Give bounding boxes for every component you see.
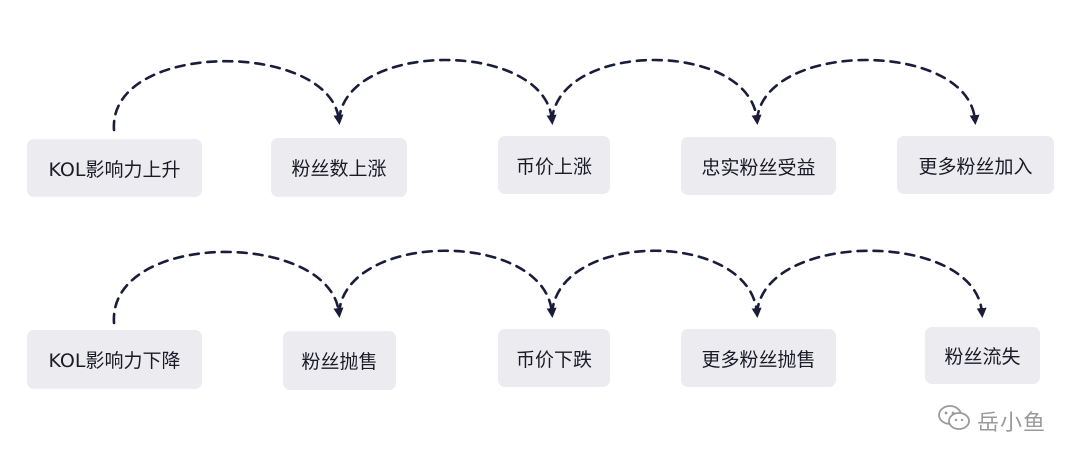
arrow-2-3 bbox=[550, 249, 762, 318]
arrow-1-2 bbox=[337, 58, 557, 125]
arrow-2-4 bbox=[755, 249, 987, 318]
node-more-fans-sell: 更多粉丝抛售 bbox=[681, 329, 836, 387]
node-loyal-fans-benefit: 忠实粉丝受益 bbox=[681, 137, 836, 195]
arrow-2-2 bbox=[337, 249, 557, 318]
wechat-icon bbox=[937, 404, 971, 438]
arrow-1-1 bbox=[112, 59, 344, 132]
node-kol-influence-up: KOL影响力上升 bbox=[27, 139, 202, 197]
node-fans-churn: 粉丝流失 bbox=[925, 327, 1040, 384]
node-price-rise: 币价上涨 bbox=[498, 136, 610, 194]
node-followers-rise: 粉丝数上涨 bbox=[271, 138, 407, 197]
node-kol-influence-down: KOL影响力下降 bbox=[27, 330, 202, 389]
node-fans-sell: 粉丝抛售 bbox=[283, 331, 396, 390]
node-price-fall: 币价下跌 bbox=[498, 329, 610, 387]
arrow-1-4 bbox=[755, 58, 980, 125]
watermark: 岳小鱼 bbox=[937, 404, 1046, 438]
arrow-1-3 bbox=[550, 58, 762, 125]
arrow-2-1 bbox=[112, 250, 344, 325]
node-more-fans-join: 更多粉丝加入 bbox=[897, 136, 1054, 194]
watermark-text: 岳小鱼 bbox=[976, 411, 1046, 436]
